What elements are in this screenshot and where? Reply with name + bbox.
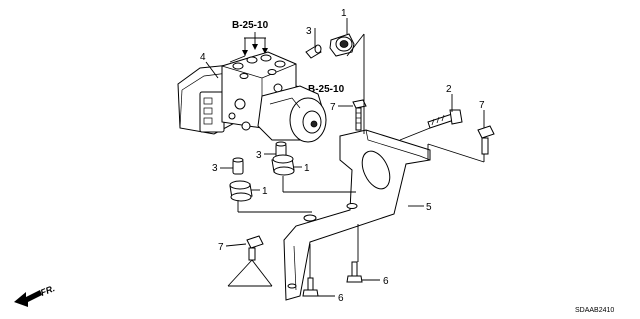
callout-3-top: 3 (306, 26, 312, 37)
callout-7-center: 7 (330, 102, 336, 113)
grommet-lower-mid (271, 154, 295, 176)
callout-6-right: 6 (383, 276, 389, 287)
callout-6-bottom: 6 (338, 293, 344, 304)
callout-5: 5 (426, 202, 432, 213)
callout-1-left: 1 (262, 186, 268, 197)
callout-3-left: 3 (212, 163, 218, 174)
front-direction-arrow: FR. (14, 283, 56, 307)
bolt-2 (427, 109, 463, 129)
callout-7-left: 7 (218, 242, 224, 253)
leader-lines (227, 33, 485, 287)
grommet-upper (329, 33, 355, 57)
collar-lower-mid (275, 141, 287, 159)
collar-upper (305, 44, 322, 59)
flange-bolt-7-center (352, 99, 367, 131)
ref-label-top: B-25-10 (232, 20, 269, 31)
callout-2: 2 (446, 84, 452, 95)
callout-3-mid: 3 (256, 150, 262, 161)
ref-label-side: B-25-10 (308, 84, 345, 95)
collar-lower-left (232, 157, 244, 175)
drawing-code: SDAAB2410 (575, 307, 614, 314)
callout-4: 4 (200, 52, 206, 63)
abs-modulator-unit (177, 51, 327, 143)
grommet-lower-left (229, 180, 253, 202)
callout-7-right: 7 (479, 100, 485, 111)
front-direction-label: FR. (39, 283, 56, 298)
flange-bolt-6-bottom (302, 277, 319, 297)
callout-1-mid: 1 (304, 163, 310, 174)
flange-bolt-6-right (346, 261, 363, 283)
flange-bolt-7-right (477, 125, 495, 155)
callout-1-top: 1 (341, 8, 347, 19)
flange-bolt-7-left (246, 235, 264, 261)
bracket-5 (283, 129, 431, 301)
